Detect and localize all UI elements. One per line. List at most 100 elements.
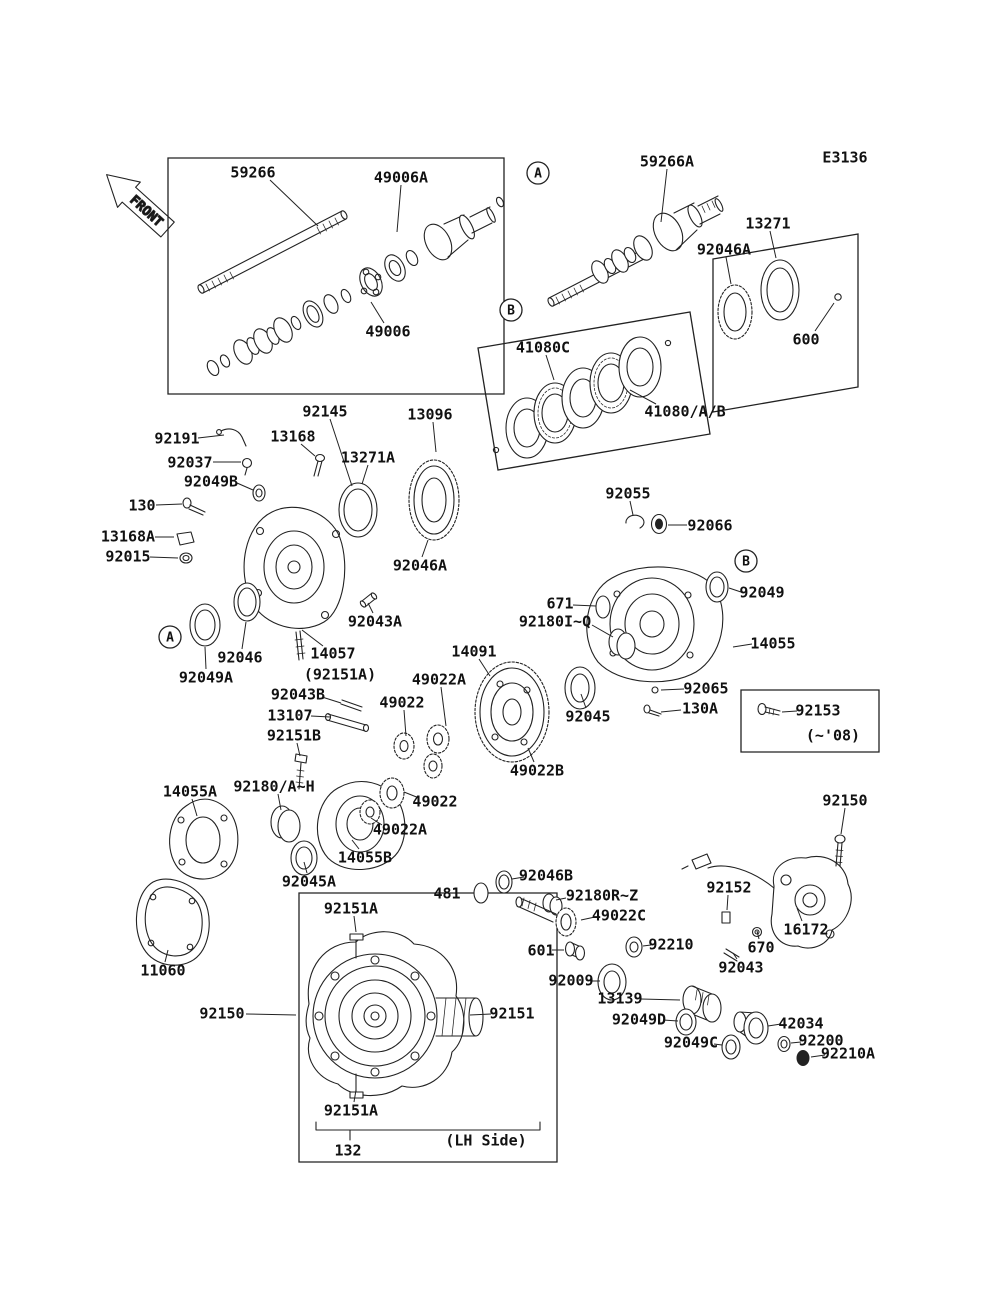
- part-label-49022b: 49022B: [510, 761, 564, 779]
- leader-line: [197, 434, 225, 439]
- part-label-601: 601: [527, 941, 554, 959]
- diagram-artwork: FRONT: [106, 174, 852, 1141]
- leader-line: [580, 916, 596, 921]
- part-label-92065: 92065: [683, 679, 728, 697]
- leader-line: [796, 907, 803, 922]
- box-front-driveshaft: [167, 157, 505, 395]
- leader-line: [781, 710, 798, 713]
- part-label-49006: 49006: [365, 322, 410, 340]
- part-label-92049b: 92049B: [184, 472, 238, 490]
- final-drive-unit-drawing: [305, 931, 541, 1141]
- part-label-14055a: 14055A: [163, 782, 217, 800]
- leader-line: [277, 793, 282, 811]
- leader-line: [440, 686, 447, 727]
- part-label-49022-2: 49022: [412, 792, 457, 810]
- leader-line: [767, 1023, 782, 1027]
- callout-letter-a-0: A: [534, 167, 542, 182]
- leader-line: [370, 817, 383, 826]
- part-label-49022a: 49022A: [412, 670, 466, 688]
- front-direction-arrow: FRONT: [106, 174, 175, 238]
- callout-circle-b-2: [734, 549, 758, 573]
- leader-line: [769, 230, 777, 259]
- leader-line: [301, 629, 324, 647]
- leader-line: [642, 944, 652, 947]
- part-label-14055b: 14055B: [338, 848, 392, 866]
- part-label-92046: 92046: [217, 648, 262, 666]
- leader-line: [149, 556, 179, 559]
- part-label-92191: 92191: [154, 429, 199, 447]
- part-label-13107: 13107: [267, 706, 312, 724]
- leader-line: [236, 482, 254, 491]
- part-label-42034: 42034: [778, 1014, 823, 1032]
- leader-line: [353, 1089, 357, 1103]
- part-label-92150-right: 92150: [822, 791, 867, 809]
- leader-line: [396, 184, 402, 233]
- leader-line: [660, 168, 668, 223]
- leader-line: [572, 604, 597, 607]
- sheet-code: E3136: [822, 148, 867, 166]
- part-label-92153: 92153: [795, 701, 840, 719]
- leader-line: [269, 179, 319, 227]
- leader-line: [351, 839, 360, 850]
- leader-line: [660, 688, 685, 691]
- leader-line: [662, 1019, 679, 1022]
- leader-line: [241, 621, 247, 650]
- coupling-ring-set-drawing: [717, 259, 842, 340]
- leader-line: [713, 1043, 723, 1046]
- part-label-92015: 92015: [105, 547, 150, 565]
- part-label-600: 600: [792, 330, 819, 348]
- part-label-14057: 14057: [310, 644, 355, 662]
- leader-line: [640, 998, 681, 1001]
- part-label-41080c: 41080C: [516, 338, 570, 356]
- part-label-92210a: 92210A: [821, 1044, 875, 1062]
- part-label-13139: 13139: [597, 989, 642, 1007]
- leader-line: [191, 798, 198, 817]
- part-label-92045a: 92045A: [282, 872, 336, 890]
- leader-line: [353, 915, 357, 933]
- leader-line: [756, 930, 760, 940]
- part-label-92045: 92045: [565, 707, 610, 725]
- box-ring-set: [712, 233, 859, 413]
- part-label-92049c: 92049C: [664, 1033, 718, 1051]
- part-label-92049a: 92049A: [179, 668, 233, 686]
- front-output-housing-drawing: [135, 777, 406, 966]
- leader-line: [367, 602, 374, 614]
- leader-line: [725, 256, 732, 285]
- leader-line: [810, 1054, 826, 1058]
- leader-line: [403, 791, 420, 799]
- rear-driveshaft-drawing: [547, 195, 724, 307]
- part-label-13271a: 13271A: [341, 448, 395, 466]
- cam-ring-set-drawing: [338, 459, 460, 541]
- leader-line: [204, 646, 207, 670]
- leader-line: [580, 693, 587, 709]
- callout-circle-b-1: [499, 298, 523, 322]
- part-label-92046a: 92046A: [697, 240, 751, 258]
- leader-line: [403, 709, 407, 737]
- part-label-92151a: (92151A): [304, 665, 376, 683]
- part-label-92037: 92037: [167, 453, 212, 471]
- part-label-59266a: 59266A: [640, 152, 694, 170]
- part-label-13168: 13168: [270, 427, 315, 445]
- leader-line: [732, 643, 753, 648]
- clutch-disc-stack-drawing: [492, 336, 672, 459]
- leader-line: [155, 503, 183, 506]
- part-label-lhside: (LH Side): [445, 1131, 526, 1149]
- part-label-49022c: 49022C: [592, 906, 646, 924]
- part-label-13096: 13096: [407, 405, 452, 423]
- leader-line: [321, 696, 342, 704]
- part-label-92210: 92210: [648, 935, 693, 953]
- part-label-13271: 13271: [745, 214, 790, 232]
- callout-circle-a-0: [526, 161, 550, 185]
- leader-line: [329, 418, 353, 487]
- leader-line: [591, 624, 614, 638]
- part-label-92151: 92151: [489, 1004, 534, 1022]
- front-gear-case-drawing: [176, 428, 378, 661]
- box-clutch-discs: [477, 311, 711, 471]
- part-label-92055: 92055: [605, 484, 650, 502]
- front-propeller-shaft-drawing: [197, 196, 505, 377]
- part-label-92180rz: 92180R~Z: [566, 886, 638, 904]
- part-label-59266: 59266: [230, 163, 275, 181]
- part-label-92066: 92066: [687, 516, 732, 534]
- leader-line: [300, 443, 316, 457]
